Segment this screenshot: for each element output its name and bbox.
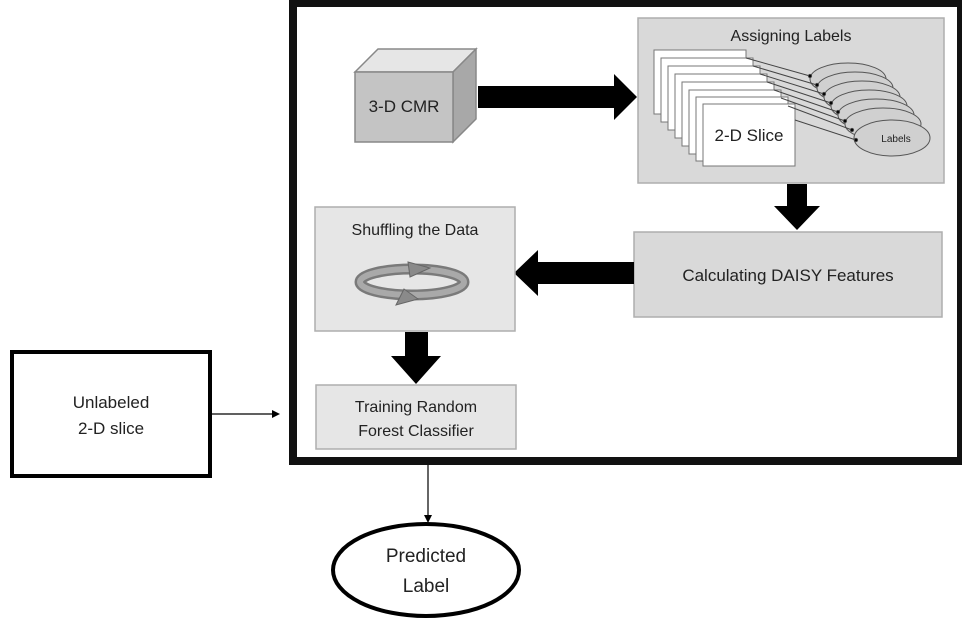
assigning-labels-title: Assigning Labels [731,28,852,45]
unlabeled-line2: 2-D slice [78,419,144,438]
arrow-daisy-to-shuffle [514,250,634,296]
slice-label-connectors [745,57,859,143]
label-ellipse-stack [809,62,931,157]
arrow-frame-to-predicted [424,465,432,523]
predicted-line2: Label [403,576,450,597]
unlabeled-slice-box [10,350,212,478]
cmr-label: 3-D CMR [369,97,440,116]
cycle-arrows-icon [354,261,470,306]
slice-label: 2-D Slice [715,126,784,145]
arrow-assign-to-daisy [774,184,820,230]
arrow-unlabeled-to-frame [210,410,280,418]
arrow-shuffle-to-train [391,332,441,384]
labels-text: Labels [881,134,910,145]
predicted-line1: Predicted [386,546,466,567]
daisy-label: Calculating DAISY Features [682,266,893,285]
training-line1: Training Random [355,399,477,416]
slice-stack [653,49,796,167]
cmr-cube: 3-D CMR [353,47,478,144]
shuffling-title: Shuffling the Data [352,222,479,239]
predicted-label-ellipse [331,522,521,618]
training-line2: Forest Classifier [358,423,474,440]
arrow-cmr-to-assign [478,74,637,120]
unlabeled-line1: Unlabeled [73,393,150,412]
daisy-features-panel [633,231,943,318]
training-panel [315,384,517,450]
